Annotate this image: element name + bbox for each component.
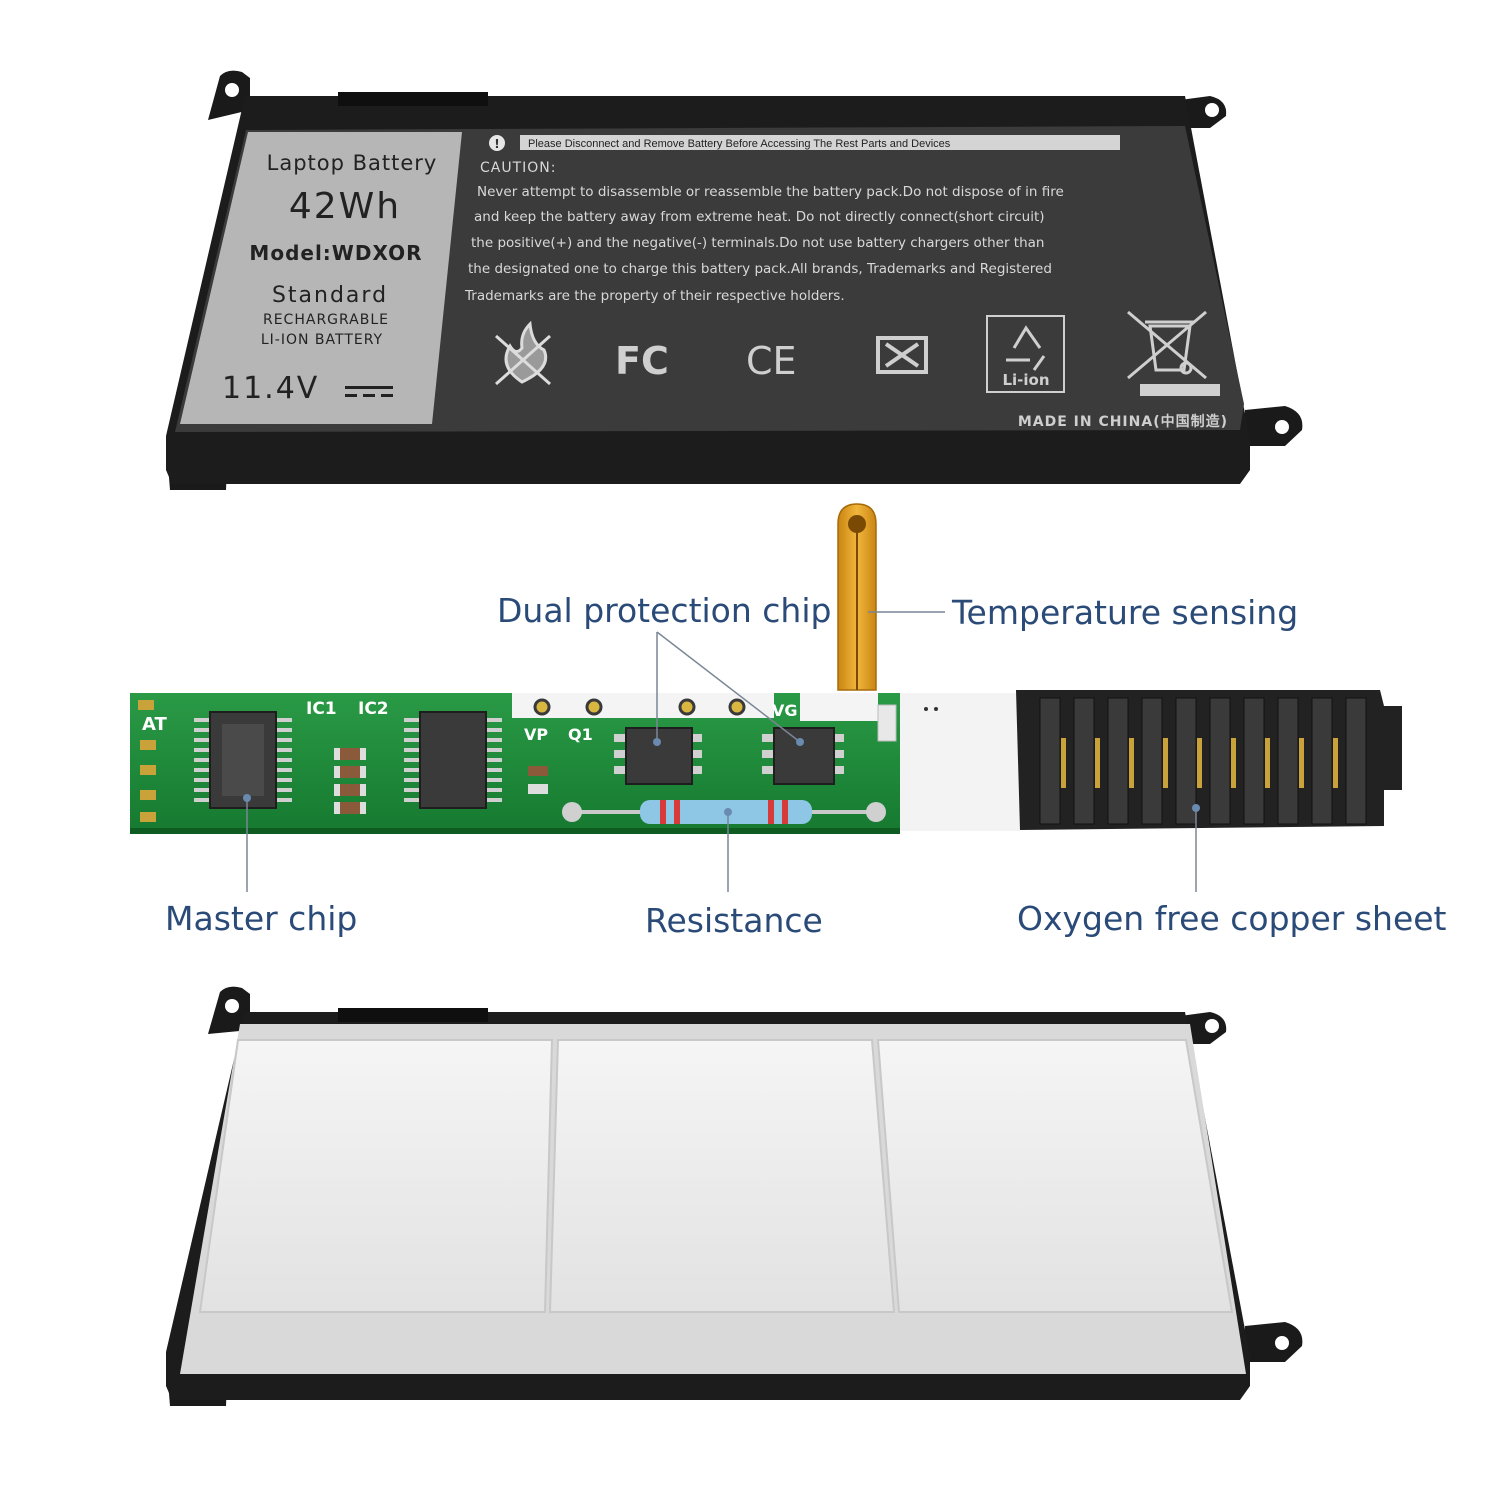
no-fire-icon	[495, 320, 551, 386]
label-oxygen-free-copper-sheet: Oxygen free copper sheet	[1017, 899, 1447, 938]
pcb-white-area	[900, 693, 1020, 831]
smd-components	[334, 748, 548, 814]
mount-hole	[225, 999, 239, 1013]
battery-cell-2	[548, 1039, 896, 1313]
leader-lines	[246, 611, 1197, 892]
copper-contacts	[1039, 697, 1367, 825]
sticker-model: Model:WDXOR	[249, 241, 422, 265]
pcb-silk-strip	[800, 693, 878, 721]
master-chip	[194, 711, 292, 809]
warning-banner: Please Disconnect and Remove Battery Bef…	[528, 138, 951, 150]
case-notch	[338, 92, 488, 106]
battery-cell-1	[198, 1039, 554, 1313]
sticker-type1: Standard	[272, 283, 388, 308]
warning-banner-bg	[520, 135, 1120, 150]
fcc-icon: FC	[615, 339, 669, 383]
made-in-label: MADE IN CHINA(中国制造)	[1018, 413, 1228, 430]
case-notch	[338, 1008, 488, 1022]
caution-line: Trademarks are the property of their res…	[464, 288, 845, 304]
silk-ic1: IC1	[306, 699, 337, 719]
sticker-type2: RECHARGRABLE	[263, 312, 389, 328]
silk-at: AT	[142, 714, 168, 735]
caution-title: CAUTION:	[480, 160, 557, 176]
label-resistance: Resistance	[645, 901, 823, 940]
sticker-voltage: 11.4V	[222, 371, 319, 406]
silk-vp: VP	[524, 725, 548, 744]
caution-line: the designated one to charge this batter…	[468, 261, 1052, 277]
mount-hole	[1275, 1336, 1289, 1350]
recycle-square-icon	[876, 336, 928, 374]
protection-chip-2	[762, 727, 844, 785]
ce-icon: CE	[746, 339, 797, 383]
vias	[533, 698, 746, 716]
caution-line: and keep the battery away from extreme h…	[474, 209, 1045, 225]
dc-symbol-icon	[345, 386, 393, 397]
crossed-bin-icon	[1127, 310, 1220, 396]
caution-text: Never attempt to disassemble or reassemb…	[464, 184, 1064, 304]
gold-contact-tips	[1061, 738, 1338, 788]
silk-q1: Q1	[568, 725, 593, 744]
mount-hole	[1275, 420, 1289, 434]
label-temperature-sensing: Temperature sensing	[951, 593, 1298, 632]
exclamation-icon	[489, 135, 505, 151]
secondary-chip	[404, 711, 502, 809]
sticker	[180, 132, 462, 424]
smd-white	[877, 704, 897, 742]
battery-cell-3	[876, 1039, 1234, 1313]
mount-tab	[1245, 1322, 1303, 1362]
leader-dual-protection	[656, 631, 801, 743]
sticker-type3: LI-ION BATTERY	[261, 332, 383, 348]
silk-vg: VG	[772, 701, 798, 720]
sticker-capacity: 42Wh	[289, 186, 401, 227]
battery-connector	[1016, 690, 1402, 830]
label-dual-protection-chip: Dual protection chip	[497, 591, 831, 630]
callout-labels: Dual protection chip Temperature sensing…	[165, 591, 1447, 940]
silk-ic2: IC2	[358, 699, 389, 719]
caution-line: the positive(+) and the negative(-) term…	[471, 235, 1044, 251]
mount-hole	[1205, 1019, 1219, 1033]
recycle-label: Li-ion	[1002, 371, 1049, 389]
mount-hole	[1205, 103, 1219, 117]
exclamation-mark: !	[494, 137, 499, 151]
temperature-sensor-cable	[837, 503, 877, 691]
battery-bottom	[166, 986, 1303, 1406]
pcb-board: AT IC1 IC2 VP Q1 VG	[130, 693, 1020, 834]
battery-top: Laptop Battery 42Wh Model:WDXOR Standard…	[166, 70, 1303, 490]
protection-chip-1	[614, 727, 702, 785]
mount-hole	[225, 83, 239, 97]
mount-tab	[1245, 406, 1303, 446]
label-master-chip: Master chip	[165, 899, 357, 938]
edge-pads	[138, 700, 156, 822]
sticker-line1: Laptop Battery	[267, 151, 438, 175]
caution-line: Never attempt to disassemble or reassemb…	[477, 184, 1064, 200]
recycle-li-ion-icon: Li-ion	[986, 315, 1065, 393]
